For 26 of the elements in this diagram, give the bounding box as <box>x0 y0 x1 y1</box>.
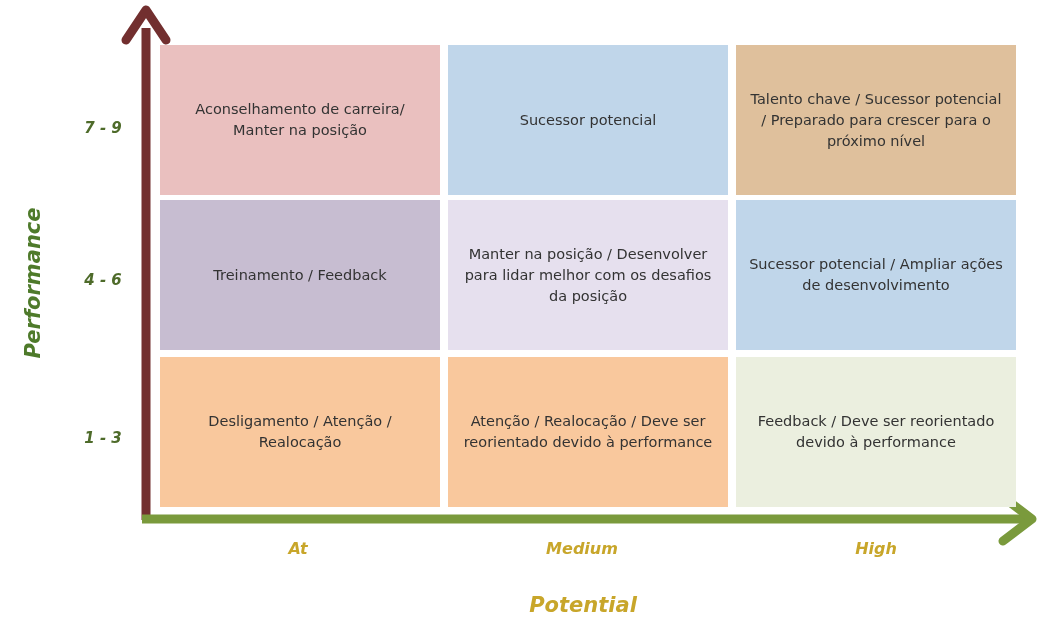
row-range-label: 7 - 9 <box>84 119 122 137</box>
cell-text: Aconselhamento de carreira/ Manter na posição <box>194 100 406 140</box>
axis-title: Potential <box>529 593 637 617</box>
column-label: At <box>288 538 308 558</box>
grid-cell <box>448 45 728 195</box>
grid-cell <box>160 357 440 507</box>
grid-cell <box>160 200 440 350</box>
axis-title: Performance <box>21 207 45 359</box>
cell-text: Atenção / Realocação / Deve ser reorientado devido à performance <box>462 412 714 452</box>
cell-text: Manter na posição / Desenvolver para lidar melhor com os desafios da posição <box>463 244 713 306</box>
grid-cell <box>448 357 728 507</box>
cell-text: Desligamento / Atenção / Realocação <box>207 412 393 452</box>
row-range-label: 4 - 6 <box>84 271 122 289</box>
grid-cell <box>736 357 1016 507</box>
cell-text: Feedback / Deve ser reorientado devido à performance <box>756 412 996 452</box>
grid-cell <box>736 45 1016 195</box>
grid-cell <box>160 45 440 195</box>
column-label: High <box>855 538 897 558</box>
cell-text: Sucessor potencial / Ampliar ações de desenvolvimento <box>748 255 1004 295</box>
cell-text: Talento chave / Sucessor potencial / Preparado para crescer para o próximo nível <box>749 89 1003 151</box>
cell-text: Sucessor potencial <box>519 110 657 130</box>
grid-cell <box>736 200 1016 350</box>
grid-cell <box>448 200 728 350</box>
column-label: Medium <box>546 538 618 558</box>
row-range-label: 1 - 3 <box>84 429 122 447</box>
cell-text: Treinamento / Feedback <box>213 265 387 285</box>
